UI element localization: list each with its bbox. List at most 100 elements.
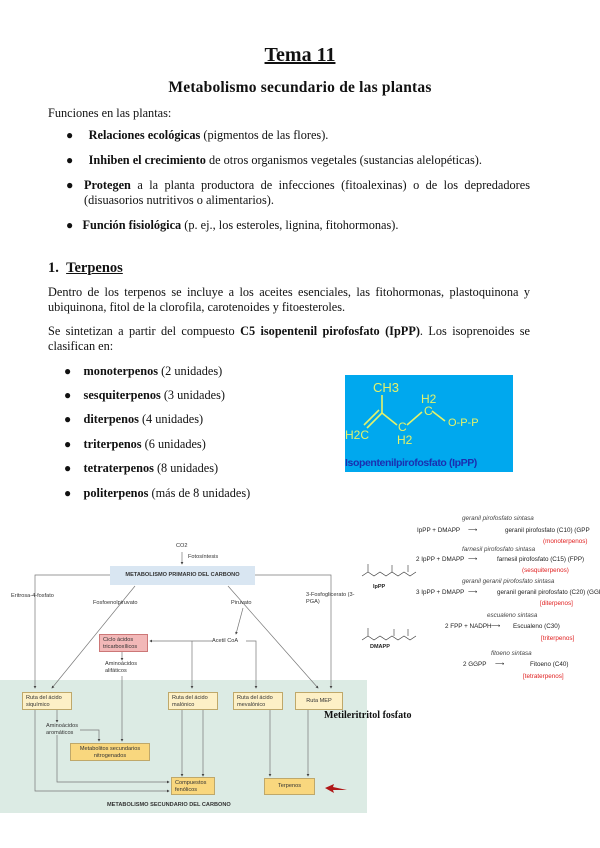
item-bold: Relaciones ecológicas: [88, 128, 201, 142]
item-text: (pigmentos de las flores).: [200, 128, 329, 142]
reaction-class: [diterpenos]: [540, 600, 573, 607]
malonico-box: Ruta del ácido malónico: [168, 692, 218, 710]
item-bold: monoterpenos: [83, 364, 159, 378]
reaction-right: geranil geranil pirofosfato (C20) (GGPP: [497, 589, 600, 596]
reaction-class: (monoterpenos): [543, 538, 588, 545]
item-text: (p. ej., los esteroles, lignina, fitohor…: [181, 218, 399, 232]
text-bold: C5 isopentenil pirofosfato (IpPP): [240, 324, 420, 338]
h2-bottom-label: H2: [397, 433, 413, 447]
item-bold: tetraterpenos: [83, 461, 154, 475]
mevalonico-box: Ruta del ácido mevalónico: [233, 692, 283, 710]
item-text: (6 unidades): [141, 437, 206, 451]
list-item: ● Inhiben el crecimiento de otros organi…: [66, 153, 482, 167]
dmapp-structure-label: DMAPP: [370, 644, 390, 650]
reaction-left: 2 IpPP + DMAPP: [416, 556, 465, 563]
co2-label: CO2: [176, 543, 188, 549]
h2c-label: H2C: [345, 428, 370, 442]
list-bullet: ●: [66, 178, 74, 192]
item-text: (4 unidades): [138, 412, 204, 426]
item-bold: Inhiben el crecimiento: [88, 153, 206, 167]
terpenos-box: Terpenos: [264, 778, 315, 795]
reaction-right: Fitoeno (C40): [530, 661, 569, 668]
item-text: (3 unidades): [160, 388, 225, 402]
fosfoenolpiruvato-label: Fosfoenolpiruvato: [93, 600, 138, 606]
reaction-arrow: ⟶: [468, 589, 478, 596]
list-item: ● Relaciones ecológicas (pigmentos de la…: [66, 128, 329, 142]
ippp-bonds: [363, 395, 446, 429]
item-bold: triterpenos: [83, 437, 142, 451]
reaction-left: 3 IpPP + DMAPP: [416, 589, 465, 596]
siquimico-box: Ruta del ácido siquímico: [22, 692, 72, 710]
primary-metabolism-box: METABOLISMO PRIMARIO DEL CARBONO: [110, 566, 255, 585]
item-text: de otros organismos vegetales (sustancia…: [205, 153, 482, 167]
reaction-right: farnesil pirofosfato (C15) (FPP): [497, 556, 585, 563]
mep-box: Ruta MEP: [295, 692, 343, 710]
list-item: ● tetraterpenos (8 unidades): [64, 461, 219, 475]
reaction-arrow: ⟶: [491, 623, 501, 630]
h2-top-label: H2: [421, 392, 437, 406]
aminoacidos-alifaticos-label: Aminoácidos alifáticos: [105, 661, 138, 674]
enzyme-label: geranil pirofosfato sintasa: [462, 515, 534, 522]
item-bold: Función fisiológica: [82, 218, 182, 232]
nitrogenados-box: Metabolitos secundarios nitrogenados: [70, 743, 150, 761]
c2-label: C: [398, 420, 407, 434]
ippp-caption: Isopentenilpirofosfato (IpPP): [345, 457, 477, 469]
item-text: (más de 8 unidades): [148, 486, 251, 500]
list-item: ● sesquiterpenos (3 unidades): [64, 388, 225, 402]
item-text: (8 unidades): [153, 461, 219, 475]
page-subtitle: Metabolismo secundario de las plantas: [168, 79, 432, 96]
reaction-left: 2 FPP + NADPH: [445, 623, 492, 630]
text: . Los isoprenoides se clasifican en:: [48, 324, 530, 353]
item-bold: Protegen: [84, 178, 131, 192]
reaction-class: [triterpenos]: [541, 635, 575, 642]
list-item: ● diterpenos (4 unidades): [64, 412, 204, 426]
pga-label: 3-Fosfoglicerato (3-PGA): [306, 592, 355, 605]
opp-label: O-P-P: [448, 417, 479, 429]
section-heading: 1. Terpenos: [48, 260, 123, 277]
reaction-class: (sesquiterpenos): [522, 567, 569, 574]
list-item: ● Función fisiológica (p. ej., los ester…: [66, 218, 399, 232]
molecule-structures: [361, 564, 417, 641]
fenolicos-box: Compuestos fenólicos: [171, 777, 215, 795]
list-item: ● monoterpenos (2 unidades): [64, 364, 223, 378]
ippp-structure-image: CH3 H2 C C H2C H2 O-P-P Isopentenilpirof…: [345, 375, 513, 472]
enzyme-label: geranil geranil pirofosfato sintasa: [462, 578, 555, 585]
reaction-class: [tetraterpenos]: [523, 673, 564, 680]
page-title: Tema 11: [264, 44, 336, 66]
piruvato-label: Piruvato: [231, 600, 252, 606]
reaction-arrow: ⟶: [468, 527, 478, 534]
list-item: ● politerpenos (más de 8 unidades): [64, 486, 251, 500]
fotosintesis-label: Fotosíntesis: [188, 554, 219, 560]
text: Se sintetizan a partir del compuesto: [48, 324, 241, 338]
c1-label: C: [424, 404, 433, 418]
intro-text: Funciones en las plantas:: [48, 106, 172, 120]
reaction-right: Escualeno (C30): [513, 623, 560, 630]
item-bold: sesquiterpenos: [83, 388, 161, 402]
list-item: Protegen a la planta productora de infec…: [84, 178, 530, 208]
diagram-arrows: [33, 552, 347, 793]
paragraph: Se sintetizan a partir del compuesto C5 …: [48, 324, 530, 354]
reaction-right: geranil pirofosfato (C10) (GPP: [505, 527, 590, 534]
ciclo-box: Ciclo ácidos tricarboxílicos: [99, 634, 148, 652]
metileritritol-label: Metileritritol fosfato: [324, 710, 412, 721]
reaction-left: IpPP + DMAPP: [417, 527, 461, 534]
enzyme-label: farnesil pirofosfato sintasa: [462, 546, 536, 553]
list-item: ● triterpenos (6 unidades): [64, 437, 206, 451]
enzyme-label: fitoeno sintasa: [491, 650, 532, 657]
aminoacidos-aromaticos-label: Aminoácidos aromáticos: [46, 723, 79, 736]
reaction-arrow: ⟶: [495, 661, 505, 668]
eritrosa-label: Eritrosa-4-fosfato: [11, 593, 54, 599]
paragraph: Dentro de los terpenos se incluye a los …: [48, 285, 530, 314]
item-bold: politerpenos: [83, 486, 149, 500]
item-text: a la planta productora de infecciones (f…: [84, 178, 530, 207]
secondary-metabolism-label: METABOLISMO SECUNDARIO DEL CARBONO: [107, 802, 231, 808]
ippp-structure-label: IpPP: [373, 584, 386, 590]
item-bold: diterpenos: [83, 412, 139, 426]
item-text: (2 unidades): [158, 364, 223, 378]
reaction-left: 2 GGPP: [463, 661, 487, 668]
reaction-arrow: ⟶: [468, 556, 478, 563]
acetil-coa-label: Acetil CoA: [212, 638, 239, 644]
carbon-metabolism-diagram: CO2 Fotosíntesis METABOLISMO PRIMARIO DE…: [0, 530, 411, 820]
enzyme-label: escualeno sintasa: [487, 612, 538, 619]
red-arrow-icon: [325, 784, 347, 793]
